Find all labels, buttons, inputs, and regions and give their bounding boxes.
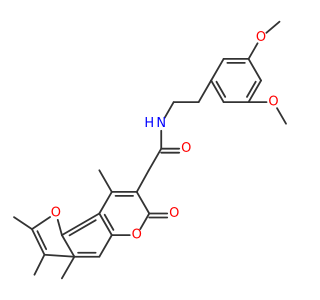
bond-c2-o1 xyxy=(139,212,151,230)
bond-ar5-ar6-double xyxy=(246,80,257,98)
atom-label-furan_o: O xyxy=(51,206,61,221)
bond-c9a-c9b xyxy=(61,212,101,237)
bond-furan_o-c9a xyxy=(56,219,63,237)
atom-label-nh: N xyxy=(156,116,166,131)
bond-c9b-c4 xyxy=(98,190,113,215)
atom-label-o1: O xyxy=(132,228,142,243)
atom-label-nh-h: H xyxy=(144,116,154,131)
bond-meo1_o-ar1 xyxy=(247,42,259,60)
atom-label-lactone_o_exo: O xyxy=(169,206,179,221)
bond-c4-c4_me xyxy=(98,169,113,193)
bond-ar5-ar6 xyxy=(247,79,262,104)
bond-meo1_c-meo1_o xyxy=(265,20,281,34)
bond-furan_c2-furan_o xyxy=(31,216,51,231)
bond-furan_c3-furan_c2-double xyxy=(36,230,48,251)
bond-furan_c2-furan_c2_me xyxy=(13,216,33,231)
bond-c5a-c5_me xyxy=(61,255,76,280)
bond-furan_c3-furan_c2 xyxy=(31,228,46,256)
atom-label-meo1_o: O xyxy=(256,30,266,45)
bond-ch2b-nh xyxy=(163,101,175,119)
bond-c3-c2 xyxy=(135,190,151,215)
bond-ar2-ar3 xyxy=(210,57,225,82)
bond-ar3-ar4 xyxy=(210,79,225,104)
bond-c8a-c9b-double xyxy=(103,213,115,231)
bond-ar3-ch2a xyxy=(197,79,213,104)
atom-label-amide_o: O xyxy=(181,141,191,156)
bond-ar3-ar4-double xyxy=(215,80,227,98)
bond-meo2_o-meo2_c xyxy=(276,107,287,125)
bond-ar6-ar1 xyxy=(247,57,262,82)
bond-c8a-c5 xyxy=(98,234,113,258)
bond-amide_c-ch2c xyxy=(147,147,163,172)
bond-c8a-c9b xyxy=(98,212,113,237)
bond-c5a-furan_c3 xyxy=(43,253,76,258)
bonds-layer xyxy=(13,20,287,280)
atom-label-meo2_o: O xyxy=(268,95,278,110)
bond-furan_c3-furan_c3_me xyxy=(33,253,46,276)
bond-c5a-c9a xyxy=(61,234,76,258)
bond-c9a-c9b-double xyxy=(68,219,97,237)
bond-ch2c-c3 xyxy=(135,169,150,193)
